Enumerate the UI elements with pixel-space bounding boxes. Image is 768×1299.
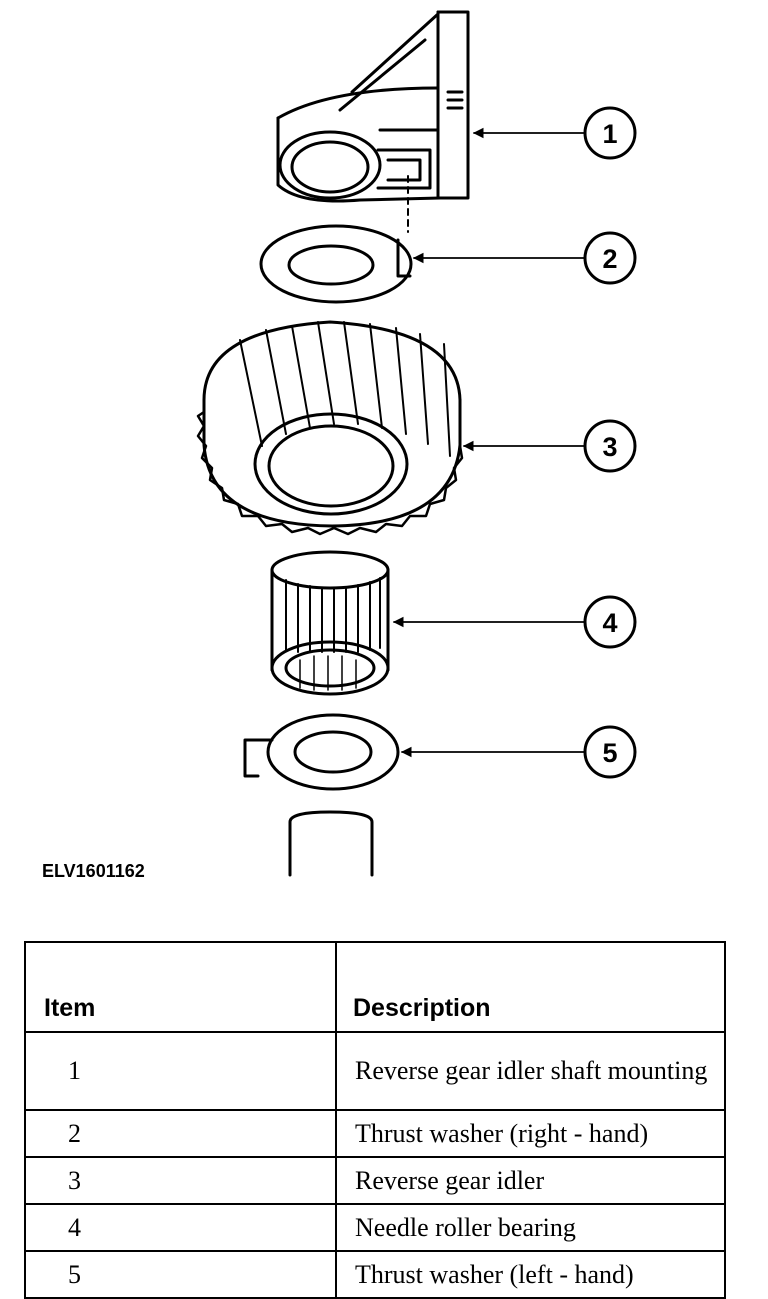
svg-text:3: 3: [602, 432, 617, 462]
item-number: 5: [24, 1250, 337, 1299]
item-description: Reverse gear idler shaft mounting: [335, 1031, 726, 1111]
item-number: 2: [24, 1109, 337, 1158]
part-thrust-washer-left: [243, 713, 400, 791]
header-item: Item: [24, 941, 337, 1033]
header-description: Description: [335, 941, 726, 1033]
table-row: 2 Thrust washer (right - hand): [24, 1109, 726, 1158]
table-row: 3 Reverse gear idler: [24, 1156, 726, 1205]
item-number: 4: [24, 1203, 337, 1252]
part-shaft-mounting: [276, 10, 470, 233]
item-description: Thrust washer (left - hand): [335, 1250, 726, 1299]
item-number: 3: [24, 1156, 337, 1205]
item-description: Reverse gear idler: [335, 1156, 726, 1205]
callout-5: 5: [583, 725, 637, 779]
parts-table: Item Description 1 Reverse gear idler sh…: [24, 941, 726, 1299]
svg-text:1: 1: [602, 119, 617, 149]
part-shaft: [288, 810, 374, 877]
part-reverse-gear-idler: [196, 320, 464, 536]
table-header-row: Item Description: [24, 941, 726, 1033]
figure-id: ELV1601162: [42, 861, 145, 881]
table-row: 1 Reverse gear idler shaft mounting: [24, 1031, 726, 1111]
part-thrust-washer-right: [259, 224, 413, 304]
item-description: Needle roller bearing: [335, 1203, 726, 1252]
callout-1: 1: [583, 106, 637, 160]
callout-3: 3: [583, 419, 637, 473]
svg-text:4: 4: [602, 608, 617, 638]
part-needle-roller-bearing: [270, 550, 390, 696]
svg-text:2: 2: [602, 244, 617, 274]
table-row: 4 Needle roller bearing: [24, 1203, 726, 1252]
item-number: 1: [24, 1031, 337, 1111]
callout-2: 2: [583, 231, 637, 285]
callout-4: 4: [583, 595, 637, 649]
exploded-view-diagram: 1 2 3 4 5 ELV1601162: [42, 10, 637, 881]
callout-leaders: [392, 127, 585, 758]
table-row: 5 Thrust washer (left - hand): [24, 1250, 726, 1299]
item-description: Thrust washer (right - hand): [335, 1109, 726, 1158]
svg-text:5: 5: [602, 738, 617, 768]
